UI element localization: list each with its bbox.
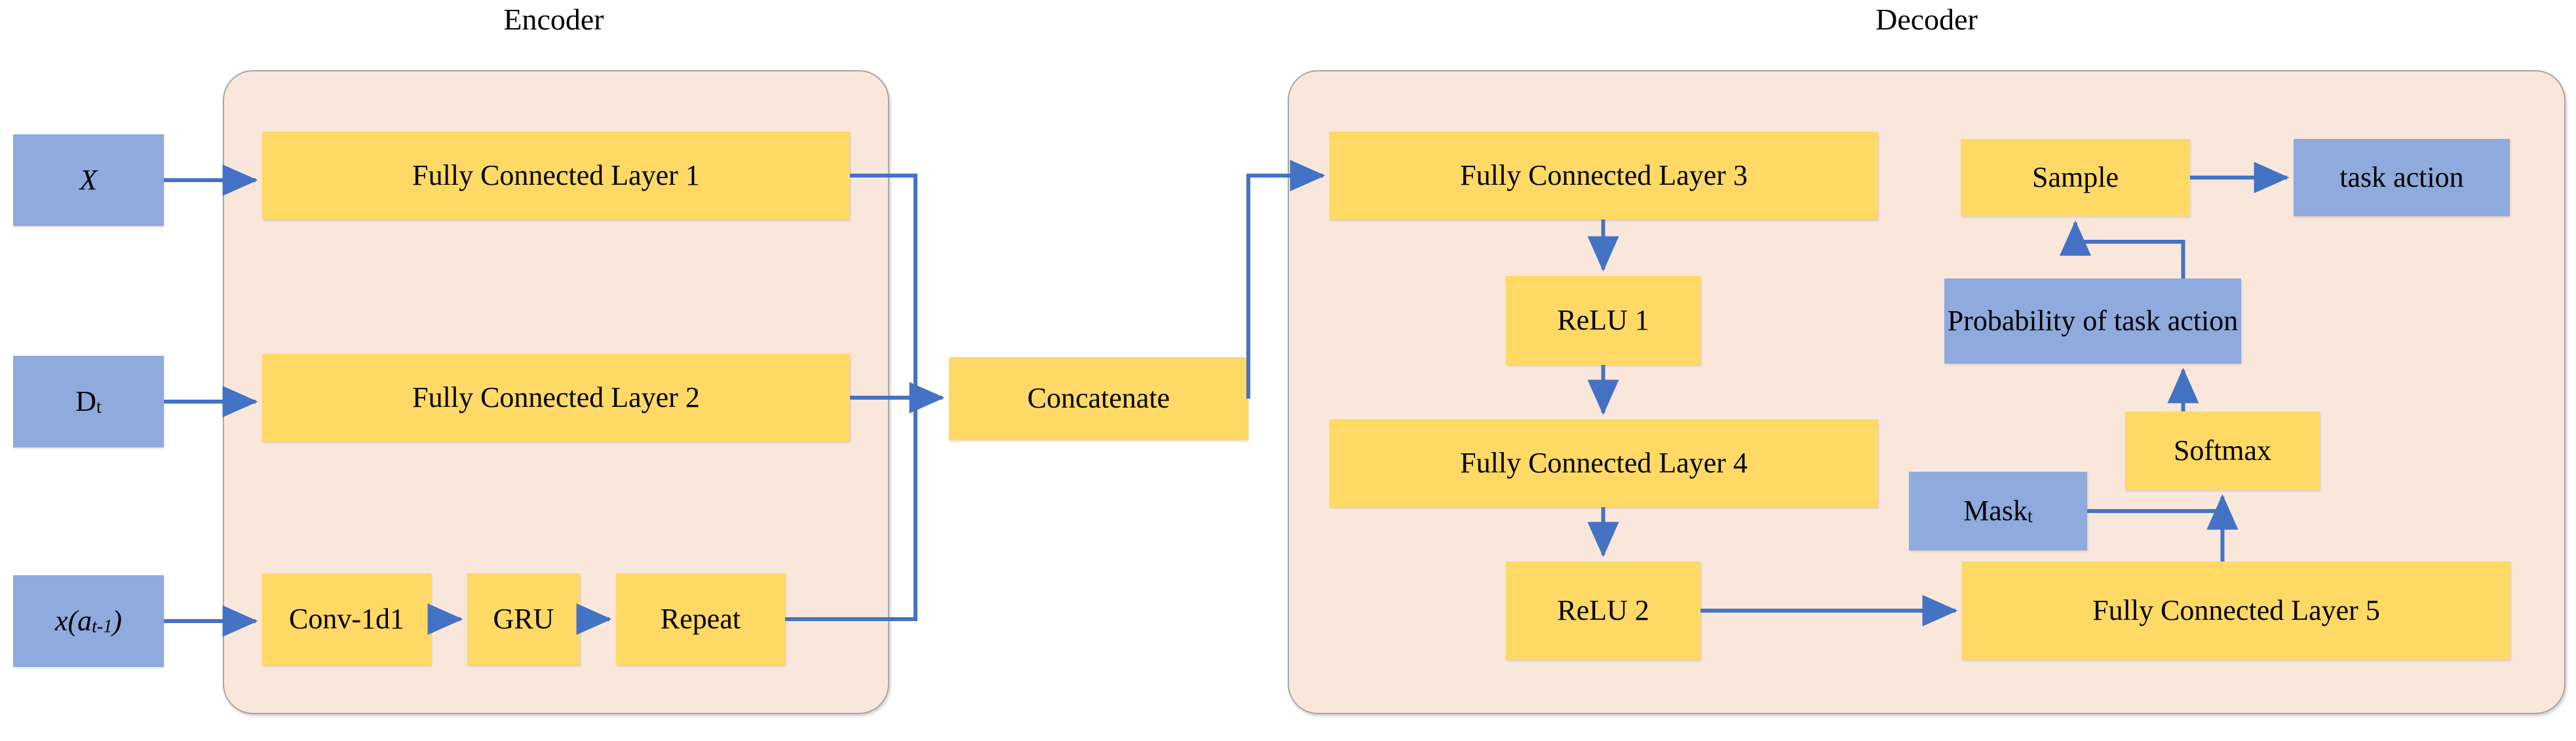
node-label: Fully Connected Layer 3 [1460,159,1748,191]
encoder-title: Encoder [503,3,604,36]
node-label-subscript: t-1 [92,616,113,637]
node-gru[interactable]: GRU [467,573,580,665]
decoder-title: Decoder [1875,3,1978,36]
node-label: D [75,385,96,417]
node-label: Mask [1963,494,2028,527]
node-label: X [79,163,98,196]
node-softmax[interactable]: Softmax [2125,411,2320,490]
node-fc3[interactable]: Fully Connected Layer 3 [1330,132,1878,219]
node-fc5[interactable]: Fully Connected Layer 5 [1962,561,2510,660]
node-label: Fully Connected Layer 4 [1460,446,1748,479]
node-fc1[interactable]: Fully Connected Layer 1 [262,132,850,219]
node-label: Fully Connected Layer 1 [412,159,700,191]
node-label: ReLU 2 [1557,594,1649,626]
node-label-tail: ) [112,604,123,637]
node-fc2[interactable]: Fully Connected Layer 2 [262,354,850,442]
node-sample[interactable]: Sample [1961,139,2190,216]
node-label: Sample [2032,161,2119,193]
node-relu1[interactable]: ReLU 1 [1506,276,1701,365]
node-label: Conv-1d1 [289,602,404,635]
node-label: ReLU 1 [1557,303,1649,336]
node-label: x(a [54,604,92,637]
node-repeat[interactable]: Repeat [616,573,785,665]
node-x-input[interactable]: X [13,134,164,226]
node-task-action[interactable]: task action [2294,139,2510,216]
node-label: Concatenate [1027,382,1170,415]
node-conv1d1[interactable]: Conv-1d1 [262,573,431,665]
node-probability[interactable]: Probability of task action [1944,278,2241,364]
node-concatenate[interactable]: Concatenate [949,357,1248,440]
node-label: Probability of task action [1947,304,2239,337]
node-label: Fully Connected Layer 5 [2092,594,2380,626]
node-label-subscript: t [96,396,102,417]
node-label: Fully Connected Layer 2 [412,381,700,413]
node-label-subscript: t [2027,506,2033,527]
node-label: Softmax [2173,434,2272,466]
node-label: task action [2339,161,2464,193]
node-label: Repeat [660,602,741,635]
node-label: GRU [493,602,554,635]
node-fc4[interactable]: Fully Connected Layer 4 [1330,419,1878,507]
node-relu2[interactable]: ReLU 2 [1506,561,1701,660]
